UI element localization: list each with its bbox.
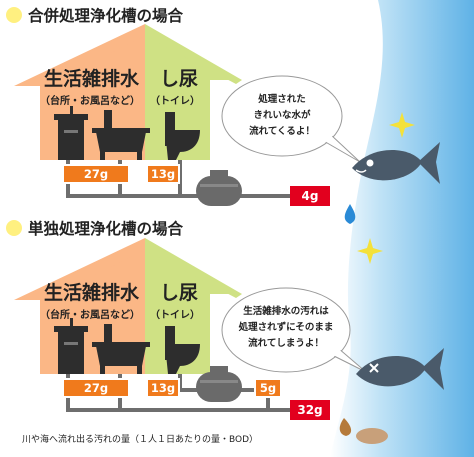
- section2-domestic-load: 27g: [62, 378, 130, 398]
- section1-toilet-label: し尿: [160, 68, 199, 90]
- section1-outflow-load: 4g: [290, 186, 330, 206]
- bubble-line: 生活雑排水の汚れは: [243, 306, 329, 317]
- caption: 川や海へ流れ出る汚れの量（１人１日あたりの量・BOD）: [22, 435, 259, 445]
- speech-bubble-2: [221, 287, 367, 373]
- sparkle-icon: [357, 238, 383, 264]
- septic-tank-icon: [196, 366, 242, 402]
- happy-fish-icon: [352, 142, 440, 184]
- section2-outflow-load: 32g: [290, 400, 330, 420]
- water-drop-icon: [344, 204, 356, 224]
- section1-domestic-sub: （台所・お風呂など）: [40, 96, 140, 107]
- bathtub-icon: [92, 110, 150, 160]
- septic-tank-icon: [196, 170, 242, 206]
- section1-toilet-sub: （トイレ）: [150, 96, 200, 107]
- section2-heading: 単独処理浄化槽の場合: [6, 217, 183, 239]
- speech-bubble-1: [221, 75, 361, 163]
- bubble-line: 処理された: [258, 94, 306, 105]
- sink-icon: [54, 318, 88, 374]
- sludge-icon: [339, 418, 388, 444]
- sink-icon: [54, 106, 88, 160]
- bubble-line: 流れてしまうよ！: [248, 338, 324, 349]
- section2-toilet-load: 13g: [146, 378, 180, 398]
- house-roof-right: [145, 238, 242, 298]
- bathtub-icon: [92, 324, 150, 374]
- section2-domestic-sub: （台所・お風呂など）: [40, 310, 140, 321]
- section1-heading: 合併処理浄化槽の場合: [6, 4, 183, 26]
- section2-toilet-label: し尿: [160, 282, 199, 304]
- section1-house: [14, 24, 440, 224]
- section1-heading-text: 合併処理浄化槽の場合: [28, 7, 184, 25]
- section1-domestic-label: 生活雑排水: [44, 68, 140, 90]
- section2-toilet-sub: （トイレ）: [150, 310, 200, 321]
- section2-tank-outflow-load: 5g: [254, 378, 282, 398]
- section2-heading-text: 単独処理浄化槽の場合: [28, 220, 184, 238]
- house-roof-right: [145, 24, 242, 84]
- toilet-icon: [165, 112, 200, 160]
- house-roof-left: [14, 24, 145, 88]
- bullet-dot: [6, 7, 22, 23]
- sparkle-icon: [389, 112, 415, 138]
- section1-bubble-text: 処理された きれいな水が 流れてくるよ！: [232, 92, 332, 140]
- sick-fish-icon: [356, 348, 444, 390]
- bubble-line: 流れてくるよ！: [249, 126, 315, 137]
- section1-domestic-load: 27g: [62, 164, 130, 184]
- section2-domestic-label: 生活雑排水: [44, 282, 140, 304]
- house-roof-left: [14, 238, 145, 302]
- section2-bubble-text: 生活雑排水の汚れは 処理されずにそのまま 流れてしまうよ！: [230, 304, 342, 352]
- bubble-line: きれいな水が: [253, 110, 311, 121]
- section1-toilet-load: 13g: [146, 164, 180, 184]
- toilet-icon: [165, 326, 200, 374]
- bubble-line: 処理されずにそのまま: [238, 322, 334, 333]
- bullet-dot: [6, 220, 22, 236]
